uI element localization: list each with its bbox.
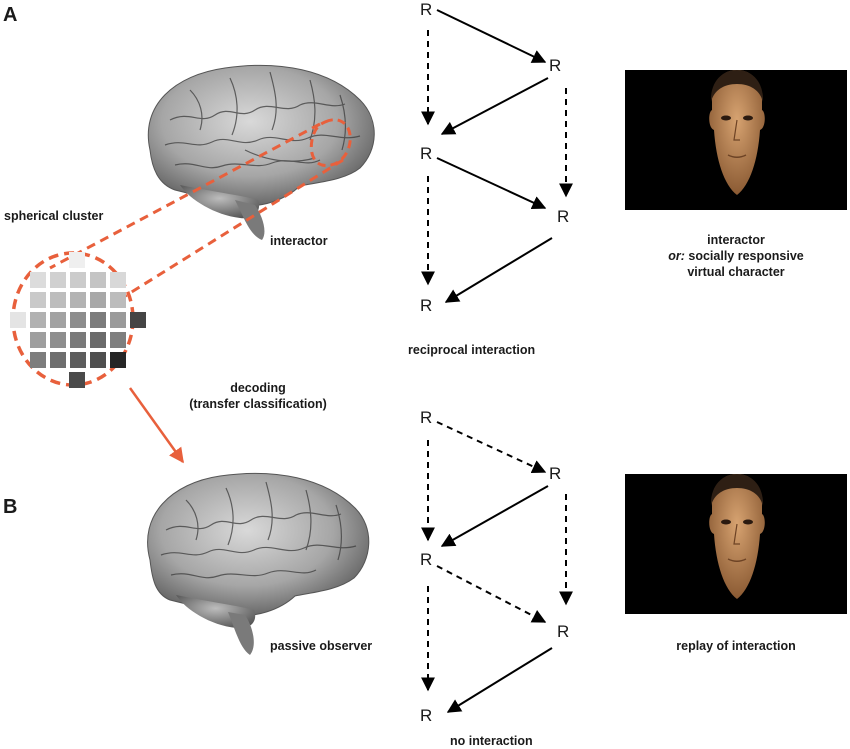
node-r: R	[420, 550, 433, 569]
spherical-cluster-grid	[10, 251, 146, 388]
arrow-solid	[446, 647, 553, 713]
label-spherical-cluster: spherical cluster	[4, 209, 104, 223]
label-face-a: interactor or: socially responsive virtu…	[636, 232, 836, 280]
arrow-solid	[436, 9, 547, 63]
label-face-a-or: or:	[668, 249, 685, 263]
label-passive-observer: passive observer	[270, 639, 373, 653]
node-r: R	[557, 207, 570, 226]
decoding-arrow	[128, 387, 185, 464]
virtual-character-face-a	[625, 70, 847, 210]
node-r: R	[420, 144, 433, 163]
panel-letter-a: A	[3, 4, 18, 26]
arrow-solid	[440, 485, 549, 547]
label-face-a-line2-rest: socially responsive	[684, 249, 804, 263]
label-decoding: decoding (transfer classification)	[168, 380, 348, 412]
cluster-projection-lines	[49, 122, 344, 300]
node-r: R	[557, 622, 570, 641]
virtual-character-face-b	[625, 474, 847, 614]
label-face-a-line1: interactor	[707, 233, 765, 247]
label-reciprocal-interaction: reciprocal interaction	[408, 343, 536, 357]
node-r: R	[420, 296, 433, 315]
arrow-dashed	[436, 565, 547, 623]
node-r: R	[549, 464, 562, 483]
node-r: R	[420, 408, 433, 427]
label-decoding-line1: decoding	[230, 381, 286, 395]
node-r: R	[549, 56, 562, 75]
label-face-b: replay of interaction	[676, 639, 796, 653]
panel-letter-b: B	[3, 496, 18, 518]
label-no-interaction: no interaction	[450, 734, 533, 748]
label-face-a-line3: virtual character	[687, 265, 785, 279]
brain-interactor-image	[147, 64, 375, 240]
label-interactor-brain: interactor	[270, 234, 328, 248]
arrow-dashed	[436, 421, 547, 474]
arrow-solid	[436, 157, 547, 210]
node-r: R	[420, 706, 433, 725]
sequence-no-interaction	[421, 421, 573, 713]
arrow-solid	[444, 237, 553, 303]
label-face-a-line2: or: socially responsive	[636, 248, 836, 264]
brain-observer-image	[147, 472, 370, 655]
sequence-reciprocal	[421, 9, 573, 303]
label-decoding-line2: (transfer classification)	[189, 397, 327, 411]
node-r: R	[420, 0, 433, 19]
arrow-solid	[440, 77, 549, 135]
